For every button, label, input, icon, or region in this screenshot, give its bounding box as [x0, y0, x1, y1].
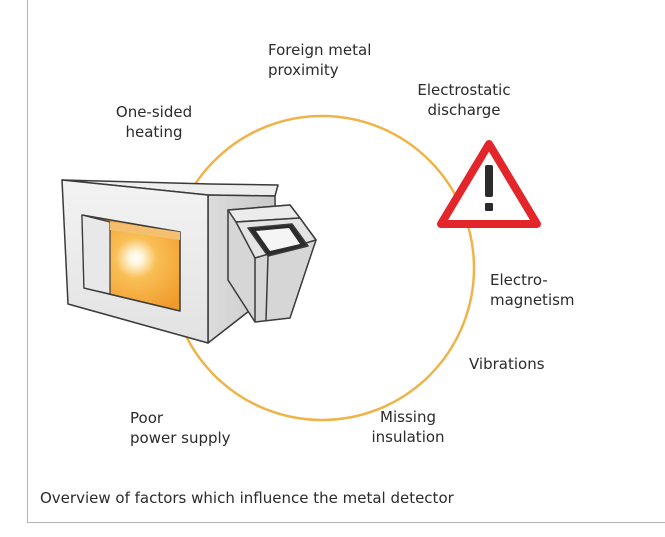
factor-line: power supply [130, 429, 231, 447]
factor-line: heating [125, 123, 183, 141]
factor-line: Electro- [490, 271, 548, 289]
factor-line: Poor [130, 409, 164, 427]
factor-label-one-sided-heating: One-sided heating [110, 102, 198, 142]
factor-line: One-sided [115, 103, 193, 121]
figure-caption: Overview of factors which influence the … [40, 489, 454, 507]
factor-line: Vibrations [469, 355, 545, 373]
factor-line: proximity [268, 61, 339, 79]
factor-label-foreign-metal: Foreign metal proximity [268, 40, 371, 80]
factor-line: Electrostatic [417, 81, 511, 99]
warning-triangle-icon [437, 140, 541, 228]
factor-line: magnetism [490, 291, 575, 309]
factor-label-electromagnetism: Electro- magnetism [490, 270, 575, 310]
factor-label-electrostatic: Electrostatic discharge [408, 80, 520, 120]
factor-line: Foreign metal [268, 41, 372, 59]
factor-label-missing-insulation: Missing insulation [352, 407, 464, 447]
factor-label-poor-power: Poor power supply [130, 408, 231, 448]
factor-label-vibrations: Vibrations [469, 354, 545, 374]
metal-detector-icon [61, 179, 317, 344]
factor-line: discharge [427, 101, 501, 119]
factor-line: insulation [371, 428, 445, 446]
factor-line: Missing [380, 408, 436, 426]
diagram-frame [27, 0, 665, 523]
